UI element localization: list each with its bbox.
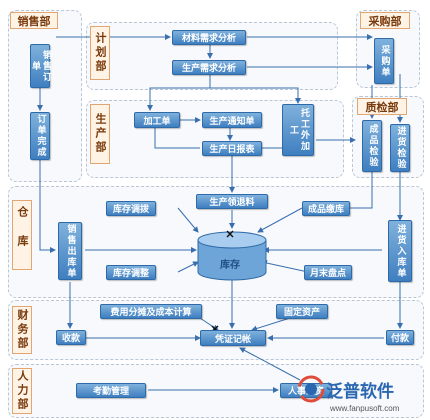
dept-sales: 销售部 xyxy=(10,12,58,29)
brand-name: 泛普软件 xyxy=(326,381,394,402)
brand-url: www.fanpusoft.com xyxy=(330,404,400,413)
node-production-return: 生产领退料 xyxy=(196,194,268,209)
node-purchase-order: 采购单 xyxy=(374,38,394,84)
node-order-complete: 订单完成 xyxy=(30,112,50,160)
node-payment: 付款 xyxy=(386,330,414,345)
node-stock-transfer: 库存调拨 xyxy=(106,201,156,216)
dept-quality: 质检部 xyxy=(357,98,407,115)
node-finished-storage: 成品缴库 xyxy=(302,201,350,216)
node-sales-outbound: 销售出库单 xyxy=(58,222,82,280)
node-product-inspection: 成品检验 xyxy=(362,120,382,172)
node-receipt: 收款 xyxy=(56,330,86,345)
node-production-demand: 生产需求分析 xyxy=(172,60,246,75)
node-incoming-warehouse: 进货入库单 xyxy=(388,220,412,282)
dept-finance: 财务部 xyxy=(12,306,32,354)
inventory-label: 库存 xyxy=(220,260,240,271)
node-stock-adjust: 库存调整 xyxy=(106,265,156,280)
dept-hr: 人力部 xyxy=(12,368,32,414)
node-sales-order: 销售订单 xyxy=(30,44,51,88)
node-voucher: 凭证记帐 xyxy=(200,330,266,346)
node-production-notice: 生产通知单 xyxy=(202,112,262,128)
node-fixed-assets: 固定资产 xyxy=(276,304,328,319)
fanpu-logo-icon xyxy=(297,375,325,403)
node-processing-order: 加工单 xyxy=(134,112,180,128)
dept-purchasing: 采购部 xyxy=(360,12,410,29)
dept-planning: 计划部 xyxy=(90,26,110,80)
node-cost-allocation: 费用分摊及成本计算 xyxy=(100,304,202,319)
inventory-database-icon xyxy=(197,231,267,281)
node-attendance: 考勤管理 xyxy=(76,383,146,398)
dept-production: 生产部 xyxy=(90,104,110,164)
node-incoming-inspection: 进货检验 xyxy=(390,124,410,172)
brand-logo: 泛普软件 xyxy=(296,374,394,404)
dept-warehouse: 仓库 xyxy=(12,200,32,270)
node-material-demand: 材料需求分析 xyxy=(172,30,246,45)
node-outsourcing: 托工外加工 xyxy=(282,104,314,156)
node-month-end: 月末盘点 xyxy=(304,265,352,280)
node-production-daily: 生产日报表 xyxy=(202,141,262,156)
